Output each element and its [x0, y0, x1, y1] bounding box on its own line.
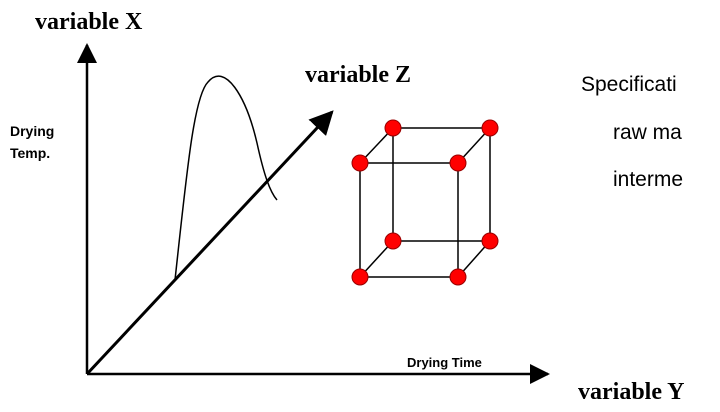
cube-node [449, 154, 467, 172]
x-axis-label-line1: Drying [10, 123, 54, 139]
cube-node [481, 119, 499, 137]
cube-node [384, 232, 402, 250]
z-axis-title: variable Z [305, 62, 411, 88]
y-axis-label: Drying Time [407, 355, 482, 370]
x-axis-title: variable X [35, 9, 143, 35]
x-axis-label-line2: Temp. [10, 145, 50, 161]
cube-nodes [351, 119, 499, 286]
cube-node [351, 268, 369, 286]
z-axis-line [85, 110, 334, 376]
y-axis-title: variable Y [578, 379, 684, 405]
specification-text-line2: raw ma [613, 121, 682, 144]
cube-node [351, 154, 369, 172]
cube-node [384, 119, 402, 137]
response-curve [174, 75, 278, 281]
specification-text-line1: Specificati [581, 73, 677, 96]
cube-node [449, 268, 467, 286]
specification-text-line3: interme [613, 168, 683, 191]
cube-node [481, 232, 499, 250]
cube-frame [359, 127, 491, 278]
